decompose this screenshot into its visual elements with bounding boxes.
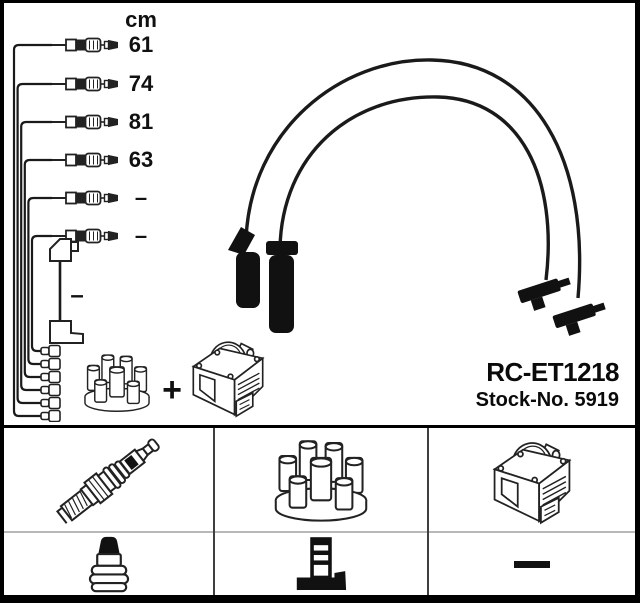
cell-distributor-cap bbox=[215, 428, 427, 531]
length-value: – bbox=[134, 185, 148, 210]
length-value: – bbox=[134, 223, 148, 248]
grid-divider-vertical bbox=[427, 428, 429, 531]
connector-icon bbox=[40, 383, 61, 397]
cell-ignition-coil bbox=[429, 428, 635, 531]
grid-divider-horizontal bbox=[429, 531, 635, 533]
grid-divider-horizontal bbox=[4, 531, 213, 533]
plus-sign: + bbox=[162, 370, 182, 409]
cable-boot bbox=[228, 227, 260, 308]
connector-icon bbox=[40, 409, 61, 422]
grid-divider-cross bbox=[213, 531, 215, 533]
connector-icon bbox=[40, 396, 61, 410]
ignition-lead-icon bbox=[52, 37, 118, 53]
ignition-coil-icon bbox=[493, 441, 571, 524]
distributor-cap-icon bbox=[84, 354, 150, 413]
ignition-lead-icon bbox=[52, 76, 118, 92]
diagram-section: cm 61 74 81 63 – – – + RC-ET1218 Stock-N… bbox=[4, 3, 635, 422]
cell-not-included bbox=[429, 533, 635, 595]
ignition-lead-icon bbox=[52, 190, 118, 206]
ignition-lead-icon bbox=[52, 152, 118, 168]
cable-boot bbox=[266, 241, 298, 333]
coil-wire-icon bbox=[49, 238, 84, 344]
length-unit-header: cm bbox=[125, 7, 157, 32]
grid-divider-vertical bbox=[213, 533, 215, 595]
catalog-frame: cm 61 74 81 63 – – – + RC-ET1218 Stock-N… bbox=[4, 3, 635, 595]
grid-divider-horizontal bbox=[215, 531, 427, 533]
cell-distributor bbox=[215, 533, 427, 595]
spark-plug-icon bbox=[54, 431, 163, 528]
grid-divider-vertical bbox=[427, 533, 429, 595]
length-value: 61 bbox=[128, 32, 154, 57]
cable-connector bbox=[517, 277, 571, 311]
cell-spark-plug bbox=[4, 428, 213, 531]
distributor-cap-icon bbox=[274, 439, 368, 522]
product-identification: RC-ET1218 Stock-No. 5919 bbox=[475, 356, 620, 412]
connector-icon bbox=[40, 344, 61, 358]
spark-plug-cover-icon bbox=[88, 535, 129, 593]
length-value: 63 bbox=[128, 147, 154, 172]
coil-wire-length: – bbox=[70, 282, 84, 309]
stock-number: Stock-No. 5919 bbox=[475, 389, 619, 411]
distributor-icon bbox=[296, 537, 347, 590]
connector-icon bbox=[40, 357, 61, 371]
connector-stack bbox=[40, 344, 61, 422]
ignition-lead-icons bbox=[52, 37, 118, 244]
ignition-lead-icon bbox=[52, 114, 118, 130]
dash-icon bbox=[514, 560, 550, 568]
connector-icon bbox=[40, 370, 61, 384]
cable-connector bbox=[552, 302, 606, 336]
ignition-cables-photo bbox=[228, 58, 606, 336]
ignition-lead-diagram bbox=[12, 37, 606, 422]
length-value: 74 bbox=[128, 71, 154, 96]
grid-divider-cross bbox=[427, 531, 429, 533]
ignition-coil-icon bbox=[192, 341, 264, 417]
length-value: 81 bbox=[128, 109, 154, 134]
cell-spark-plug-cover bbox=[4, 533, 213, 595]
part-number: RC-ET1218 bbox=[486, 357, 619, 387]
wire-harness bbox=[12, 43, 52, 418]
grid-divider-vertical bbox=[213, 428, 215, 531]
component-grid bbox=[4, 425, 635, 595]
